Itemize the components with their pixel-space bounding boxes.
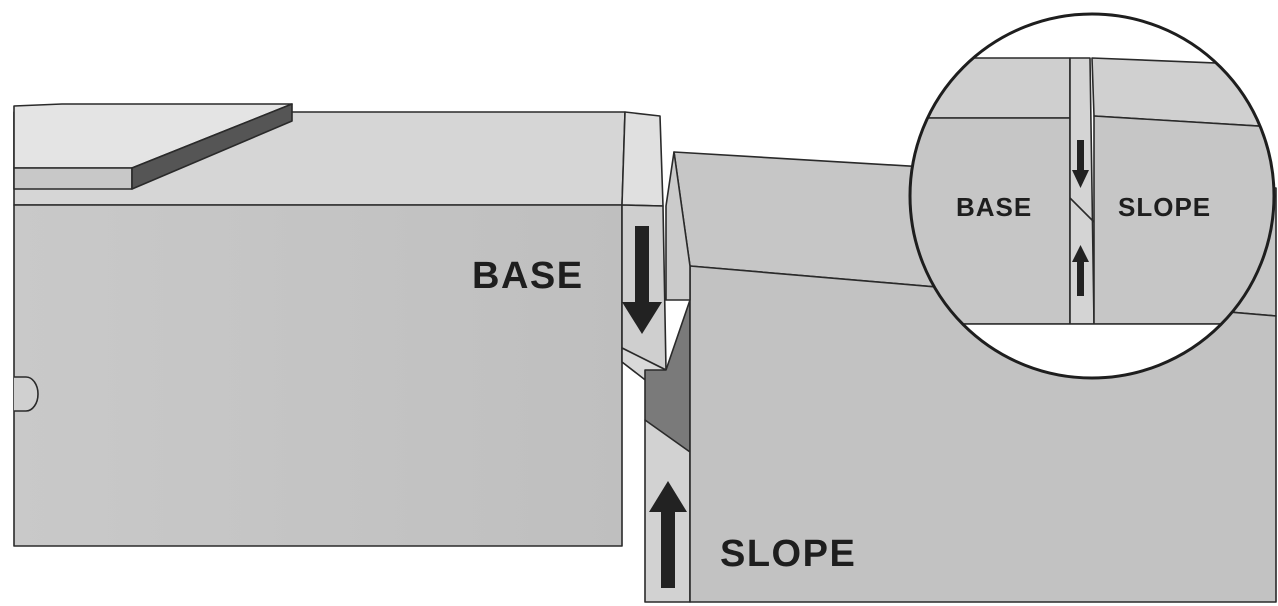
base-label: BASE xyxy=(472,255,584,297)
countertop-panel-front xyxy=(13,167,133,190)
countertop-panel-edge xyxy=(131,103,293,190)
base-end-panel xyxy=(621,111,664,207)
base-down-arrow-icon xyxy=(622,226,662,334)
inset-base-label: BASE xyxy=(956,192,1032,222)
side-knob xyxy=(14,376,39,412)
slope-up-arrow-icon xyxy=(649,481,687,588)
slope-cabinet-left-edge xyxy=(665,151,691,301)
inset-down-arrow-icon xyxy=(1072,140,1089,188)
base-cabinet xyxy=(13,103,626,547)
inset-slope-label: SLOPE xyxy=(1118,192,1211,222)
base-cabinet-front xyxy=(13,204,623,547)
inset-up-arrow-icon xyxy=(1072,245,1089,296)
slope-label: SLOPE xyxy=(720,533,856,575)
